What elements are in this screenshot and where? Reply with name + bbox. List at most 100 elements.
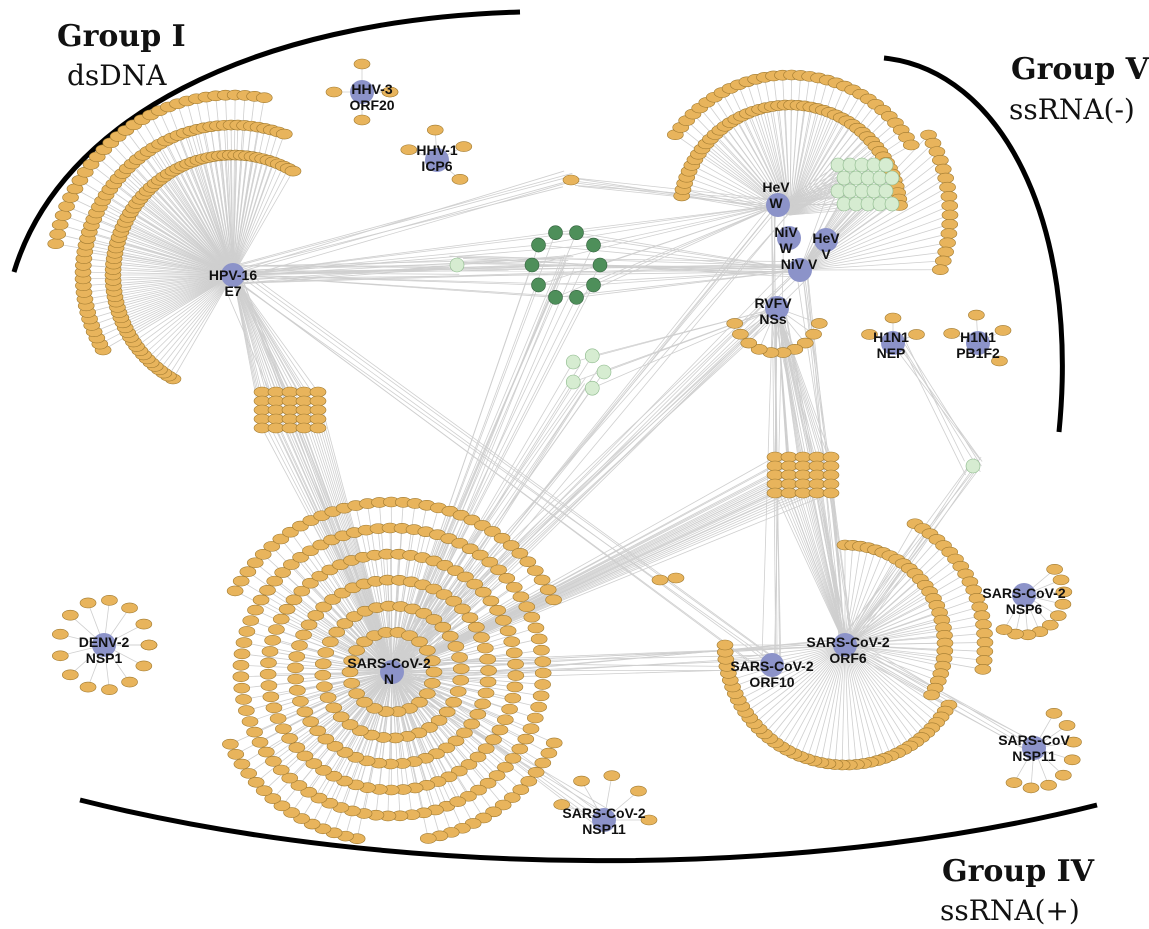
host-protein-node bbox=[253, 422, 271, 434]
host-protein-node bbox=[545, 594, 562, 606]
interaction-edge bbox=[317, 409, 393, 673]
host-protein-node bbox=[445, 595, 462, 607]
interaction-edge bbox=[774, 492, 846, 646]
host-protein-node bbox=[425, 614, 443, 625]
host-protein-node bbox=[140, 639, 158, 651]
hub-label-h1n1-nep: H1N1 NEP bbox=[873, 329, 909, 361]
interaction-edge bbox=[114, 274, 234, 298]
host-protein-node bbox=[499, 625, 517, 637]
interaction-edge bbox=[841, 644, 846, 765]
host-protein-node bbox=[479, 777, 497, 789]
host-protein-node bbox=[470, 784, 487, 796]
host-protein-node bbox=[932, 264, 949, 276]
host-protein-node bbox=[766, 460, 784, 472]
host-protein-node bbox=[534, 679, 551, 690]
host-protein-node bbox=[451, 173, 469, 185]
interaction-edge bbox=[844, 581, 971, 646]
interaction-edge bbox=[391, 671, 404, 790]
hub-virus: SARS-CoV-2 bbox=[562, 805, 646, 821]
hub-virus: NiV bbox=[774, 224, 798, 240]
interaction-edge bbox=[844, 523, 916, 646]
hub-label-sars-cov-nsp11: SARS-CoV NSP11 bbox=[998, 732, 1070, 764]
host-protein-node bbox=[352, 725, 369, 737]
interaction-edge bbox=[816, 492, 846, 646]
host-protein-node bbox=[794, 460, 812, 472]
host-protein-node bbox=[496, 714, 514, 726]
host-protein-node bbox=[518, 601, 536, 613]
host-protein-node bbox=[480, 665, 497, 676]
host-protein-node bbox=[222, 738, 239, 750]
interaction-edge bbox=[593, 204, 779, 246]
hub-protein: W bbox=[769, 195, 783, 211]
host-protein-node bbox=[317, 733, 335, 745]
interaction-edge bbox=[844, 606, 980, 646]
interaction-edge bbox=[763, 644, 846, 735]
host-protein-node bbox=[238, 626, 256, 637]
host-protein-node bbox=[415, 607, 432, 619]
interaction-edge bbox=[391, 594, 445, 673]
interaction-edge bbox=[789, 77, 819, 216]
group-v-title: Group V bbox=[1011, 52, 1149, 87]
hub-virus: HeV bbox=[762, 179, 790, 195]
interaction-edge bbox=[755, 79, 791, 216]
host-protein-node bbox=[283, 807, 300, 818]
interaction-edge bbox=[232, 274, 319, 393]
interaction-edge bbox=[225, 259, 457, 272]
host-protein-node bbox=[449, 796, 467, 807]
interaction-edge bbox=[464, 255, 806, 267]
host-protein-node bbox=[52, 650, 69, 662]
host-protein-node bbox=[423, 655, 441, 667]
interaction-edge bbox=[769, 644, 846, 739]
host-protein-node bbox=[463, 718, 481, 730]
group-iv-genome: ssRNA(+) bbox=[940, 894, 1080, 927]
interaction-edge bbox=[391, 244, 539, 673]
interaction-edge bbox=[735, 644, 846, 694]
host-protein-node bbox=[452, 674, 470, 686]
host-protein-node bbox=[479, 676, 497, 688]
host-protein-node bbox=[52, 628, 69, 640]
host-protein-node bbox=[400, 144, 418, 156]
host-protein-node bbox=[401, 630, 418, 641]
shared-host-protein-node bbox=[569, 290, 584, 305]
host-protein-node bbox=[573, 775, 590, 787]
host-protein-node bbox=[233, 648, 251, 660]
host-protein-node bbox=[49, 228, 66, 240]
hub-virus: DENV-2 bbox=[78, 634, 130, 650]
interaction-edge bbox=[844, 644, 922, 738]
host-protein-node bbox=[794, 451, 812, 463]
host-protein-node bbox=[822, 469, 840, 481]
interaction-edge bbox=[593, 244, 801, 271]
host-protein-node bbox=[1055, 769, 1072, 781]
hub-label-hev-w: HeV W bbox=[762, 179, 789, 211]
host-protein-node bbox=[267, 422, 285, 434]
host-protein-node bbox=[808, 487, 826, 499]
interaction-edge bbox=[232, 274, 319, 402]
host-protein-node bbox=[295, 386, 313, 398]
host-protein-node bbox=[976, 646, 994, 657]
host-protein-node bbox=[263, 541, 281, 552]
hub-virus: H1N1 bbox=[873, 329, 909, 345]
interaction-edge bbox=[844, 597, 978, 646]
group-iv-arc bbox=[79, 797, 1098, 864]
host-protein-node bbox=[968, 309, 985, 321]
interaction-edge bbox=[799, 205, 950, 271]
host-protein-node bbox=[235, 637, 253, 648]
host-protein-node bbox=[62, 669, 79, 681]
interaction-edge bbox=[538, 269, 801, 286]
interaction-edge bbox=[531, 204, 779, 266]
interaction-edge bbox=[897, 350, 981, 461]
interaction-edge bbox=[799, 214, 951, 271]
host-protein-node bbox=[289, 685, 306, 696]
shared-host-protein-node bbox=[531, 237, 546, 253]
host-protein-node bbox=[423, 677, 441, 689]
host-protein-node bbox=[527, 622, 545, 634]
interaction-edge bbox=[844, 627, 944, 646]
host-protein-node bbox=[226, 585, 244, 597]
interaction-edge bbox=[576, 204, 779, 234]
host-protein-node bbox=[455, 141, 473, 152]
host-protein-node bbox=[469, 708, 487, 720]
interaction-edge bbox=[232, 232, 556, 276]
interaction-edge bbox=[850, 456, 982, 641]
host-protein-node bbox=[254, 549, 272, 560]
